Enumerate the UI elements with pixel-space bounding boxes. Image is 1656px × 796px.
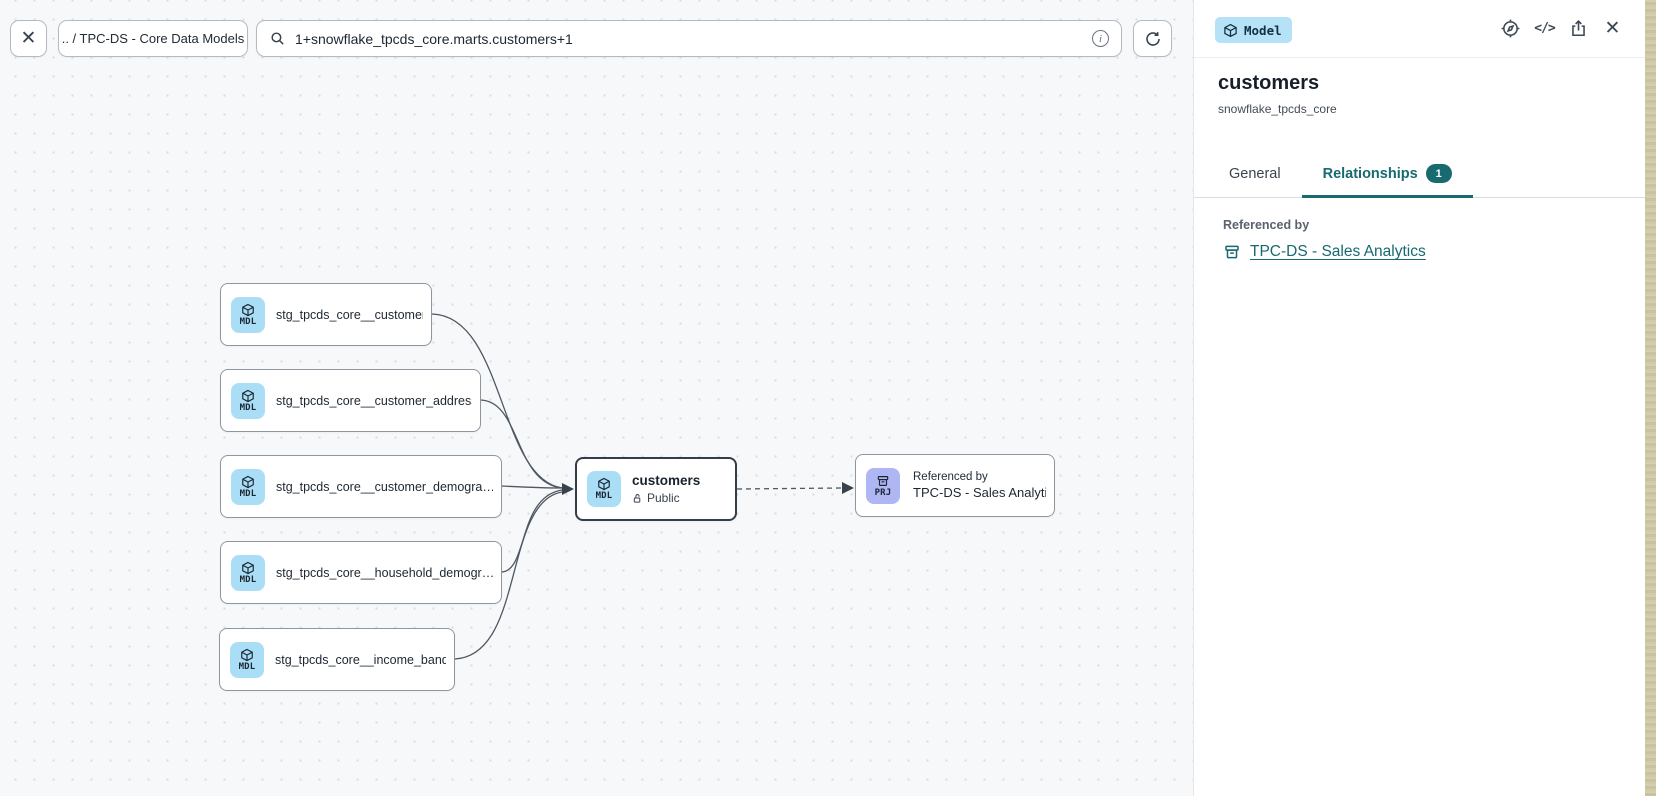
node-customers-selected[interactable]: MDL customers Public: [575, 457, 737, 521]
panel-divider: [1194, 57, 1645, 58]
node-tpcds-sales-analytics[interactable]: PRJ Referenced by TPC-DS - Sales Analyti…: [855, 454, 1055, 517]
lineage-canvas[interactable]: MDL stg_tpcds_core__customer MDL stg_tpc…: [0, 0, 1193, 796]
model-tile: MDL: [231, 469, 265, 505]
close-lineage-button[interactable]: ✕: [10, 20, 47, 57]
node-label: stg_tpcds_core__household_demogr…: [276, 566, 493, 580]
cube-icon: [1223, 23, 1238, 38]
model-tile: MDL: [231, 555, 265, 591]
node-type-label: MDL: [596, 491, 613, 501]
node-stg-tpcds-core-customer-demographics[interactable]: MDL stg_tpcds_core__customer_demogra…: [220, 455, 502, 518]
node-type-label: MDL: [240, 317, 257, 327]
search-icon: [269, 30, 286, 47]
model-tile: MDL: [231, 297, 265, 333]
node-label: stg_tpcds_core__income_band: [275, 653, 446, 667]
referenced-project-link[interactable]: TPC-DS - Sales Analytics: [1223, 243, 1426, 261]
tab-general[interactable]: General: [1208, 152, 1302, 198]
node-access-label: Public: [647, 491, 680, 505]
referenced-by-label: Referenced by: [1223, 218, 1309, 232]
archive-icon: [876, 474, 890, 488]
cube-icon: [240, 648, 254, 662]
info-icon[interactable]: i: [1092, 30, 1109, 47]
relationships-count-badge: 1: [1426, 164, 1452, 183]
node-label: TPC-DS - Sales Analytics: [913, 485, 1046, 500]
cube-icon: [597, 477, 611, 491]
node-label: stg_tpcds_core__customer: [276, 308, 423, 322]
node-type-label: MDL: [239, 662, 256, 672]
project-tile: PRJ: [866, 468, 900, 504]
model-tile: MDL: [230, 642, 264, 678]
refresh-icon: [1144, 30, 1162, 48]
node-relation-label: Referenced by: [913, 471, 1046, 483]
breadcrumb-label: .. / TPC-DS - Core Data Models: [62, 31, 245, 46]
breadcrumb[interactable]: .. / TPC-DS - Core Data Models: [58, 20, 248, 57]
lineage-edges: [0, 0, 1193, 796]
archive-icon: [1223, 243, 1241, 261]
model-tile: MDL: [231, 383, 265, 419]
node-type-label: MDL: [240, 489, 257, 499]
desktop-background-strip: [1645, 0, 1656, 796]
open-lock-icon: [632, 493, 643, 504]
code-icon[interactable]: </>: [1534, 18, 1555, 39]
close-icon: ✕: [21, 27, 37, 50]
node-type-label: MDL: [240, 403, 257, 413]
details-panel: Model </> ✕ customers snowflake_tpcds_co…: [1193, 0, 1645, 796]
panel-title: customers: [1218, 72, 1319, 95]
node-type-label: PRJ: [875, 488, 892, 498]
node-label: customers: [632, 473, 700, 488]
panel-subtitle: snowflake_tpcds_core: [1218, 102, 1337, 116]
share-icon[interactable]: [1568, 18, 1589, 39]
close-panel-icon[interactable]: ✕: [1602, 18, 1623, 39]
resource-type-label: Model: [1244, 23, 1282, 38]
refresh-button[interactable]: [1133, 20, 1172, 57]
referenced-project-label: TPC-DS - Sales Analytics: [1250, 243, 1426, 261]
tab-relationships[interactable]: Relationships 1: [1302, 152, 1473, 198]
node-stg-tpcds-core-income-band[interactable]: MDL stg_tpcds_core__income_band: [219, 628, 455, 691]
node-label: stg_tpcds_core__customer_demogra…: [276, 480, 493, 494]
node-type-label: MDL: [240, 575, 257, 585]
node-stg-tpcds-core-customer-address[interactable]: MDL stg_tpcds_core__customer_address: [220, 369, 481, 432]
cube-icon: [241, 389, 255, 403]
cube-icon: [241, 561, 255, 575]
node-stg-tpcds-core-customer[interactable]: MDL stg_tpcds_core__customer: [220, 283, 432, 346]
panel-tabs: General Relationships 1: [1194, 152, 1645, 198]
cube-icon: [241, 475, 255, 489]
lineage-search[interactable]: i: [256, 20, 1122, 57]
resource-type-badge: Model: [1215, 17, 1292, 43]
cube-icon: [241, 303, 255, 317]
explore-compass-icon[interactable]: [1500, 18, 1521, 39]
search-input[interactable]: [295, 31, 1083, 47]
node-stg-tpcds-core-household-demographics[interactable]: MDL stg_tpcds_core__household_demogr…: [220, 541, 502, 604]
model-tile: MDL: [587, 471, 621, 507]
node-label: stg_tpcds_core__customer_address: [276, 394, 472, 408]
